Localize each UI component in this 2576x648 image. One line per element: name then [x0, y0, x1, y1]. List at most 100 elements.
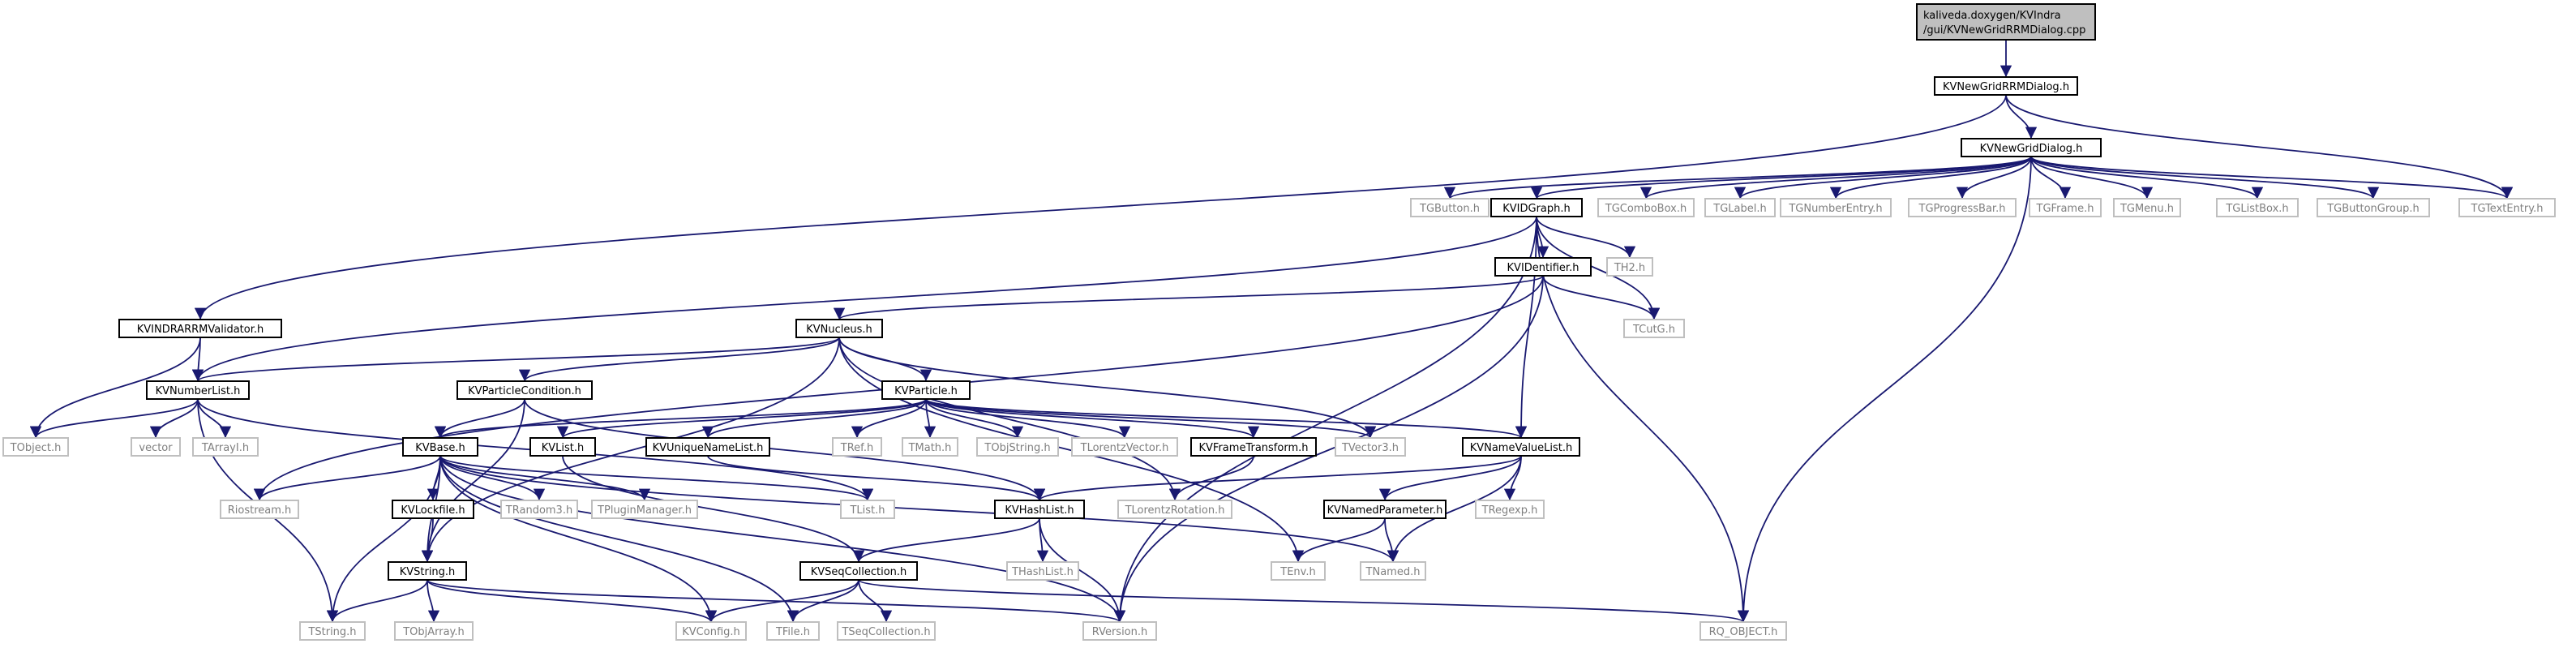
node-label: KVNewGridRRMDialog.h [1943, 81, 2069, 93]
node-THashList-h: THashList.h [1006, 561, 1079, 581]
node-TLorentzVector-h: TLorentzVector.h [1071, 437, 1178, 457]
node-label: TLorentzVector.h [1080, 442, 1169, 454]
node-KVList-h[interactable]: KVList.h [529, 437, 596, 457]
edge-KVNucleus_h-to-TLorentzRotation_h [838, 337, 1181, 501]
node-label: TGMenu.h [2120, 203, 2174, 215]
node-box [1006, 561, 1079, 581]
node-KVIDentifier-h[interactable]: KVIDentifier.h [1494, 257, 1592, 277]
node-box [1323, 500, 1447, 519]
node-KVLockfile-h[interactable]: KVLockfile.h [392, 500, 474, 519]
node-KVNameValueList-h[interactable]: KVNameValueList.h [1462, 437, 1580, 457]
node-KVParticle-h[interactable]: KVParticle.h [881, 380, 971, 400]
node-label: TObjArray.h [402, 626, 465, 638]
node-label: KVLockfile.h [401, 504, 465, 517]
node-box [1704, 198, 1776, 217]
edge-KVNucleus_h-to-KVString_h [421, 337, 840, 563]
node-label: KVList.h [542, 442, 585, 454]
node-KVINDRARRMValidator-h[interactable]: KVINDRARRMValidator.h [118, 319, 282, 338]
node-box [192, 437, 259, 457]
edge-KVNewGridDialog_h-to-TGFrame_h [2030, 156, 2072, 200]
node-label: KVHashList.h [1005, 504, 1074, 517]
node-KVNumberList-h[interactable]: KVNumberList.h [146, 380, 250, 400]
node-KVNewGridRRMDialog-h[interactable]: KVNewGridRRMDialog.h [1934, 76, 2078, 96]
node-box [1082, 621, 1157, 641]
edge-KVBase_h-to-Riostream_h [253, 455, 441, 501]
edge-KVParticle_h-to-TVector3_h [925, 398, 1376, 439]
node-label: vector [139, 442, 173, 454]
node-TRegexp-h: TRegexp.h [1475, 500, 1545, 519]
node-label: TCutG.h [1632, 324, 1675, 336]
node-TLorentzRotation-h: TLorentzRotation.h [1117, 500, 1232, 519]
node-TPluginManager-h: TPluginManager.h [591, 500, 698, 519]
edge-KVNewGridDialog_h-to-TGListBox_h [2030, 156, 2264, 200]
node-label: TGProgressBar.h [1918, 203, 2006, 215]
node-box [402, 437, 478, 457]
node-label: KVSeqCollection.h [811, 566, 907, 578]
node-label: RQ_OBJECT.h [1709, 626, 1778, 638]
node-label: TGTextEntry.h [2471, 203, 2544, 215]
node-box [1071, 437, 1178, 457]
node-label: TList.h [849, 504, 885, 517]
node-box [1494, 257, 1592, 277]
node-KVHashList-h[interactable]: KVHashList.h [994, 500, 1085, 519]
node-KVParticleCondition-h[interactable]: KVParticleCondition.h [456, 380, 593, 400]
nodes-layer: kaliveda.doxygen/KVIndra/gui/KVNewGridRR… [2, 3, 2556, 641]
node-box [131, 437, 181, 457]
edge-KVParticle_h-to-TRef_h [851, 398, 927, 439]
node-TH2-h: TH2.h [1606, 257, 1653, 277]
node-label: TString.h [307, 626, 356, 638]
edge-KVNewGridDialog_h-to-TGNumberEntry_h [1829, 156, 2032, 200]
node-TNamed-h: TNamed.h [1360, 561, 1426, 581]
node-label: TLorentzRotation.h [1125, 504, 1225, 517]
node-TRef-h: TRef.h [832, 437, 882, 457]
node-KVNamedParameter-h[interactable]: KVNamedParameter.h [1323, 500, 1447, 519]
node-box [146, 380, 250, 400]
node-label: TGButtonGroup.h [2326, 203, 2420, 215]
node-KVNucleus-h[interactable]: KVNucleus.h [795, 319, 883, 338]
node-label: KVNameValueList.h [1470, 442, 1573, 454]
node-KVString-h[interactable]: KVString.h [388, 561, 467, 581]
node-label: Riostream.h [228, 504, 292, 517]
node-TObjArray-h: TObjArray.h [394, 621, 474, 641]
edge-KVParticleCondition_h-to-KVString_h [421, 398, 525, 563]
node-label: TRandom3.h [505, 504, 572, 517]
edge-KVParticleCondition_h-to-KVHashList_h [524, 398, 1046, 501]
edge-KVFrameTransform_h-to-TLorentzRotation_h [1168, 455, 1254, 501]
edge-KVBase_h-to-TNamed_h [439, 455, 1399, 563]
node-label: KVNamedParameter.h [1327, 504, 1443, 517]
node-label: KVParticleCondition.h [468, 385, 581, 397]
edge-KVSeqCollection_h-to-KVConfig_h [705, 579, 859, 623]
node-box [1462, 437, 1580, 457]
node-KVUniqueNameList-h[interactable]: KVUniqueNameList.h [645, 437, 770, 457]
edge-KVParticle_h-to-KVList_h [557, 398, 927, 439]
node-KVConfig-h: KVConfig.h [675, 621, 747, 641]
node-KVBase-h[interactable]: KVBase.h [402, 437, 478, 457]
node-label: TMath.h [908, 442, 952, 454]
edge-KVUniqueNameList_h-to-KVHashList_h [707, 455, 1045, 501]
node-label: TObject.h [10, 442, 62, 454]
node-root[interactable]: kaliveda.doxygen/KVIndra/gui/KVNewGridRR… [1916, 3, 2096, 41]
node-box [1699, 621, 1787, 641]
edge-KVIDGraph_h-to-TCutG_h [1536, 216, 1661, 320]
edge-KVBase_h-to-TList_h [439, 455, 873, 501]
node-TGListBox-h: TGListBox.h [2216, 198, 2299, 217]
node-TRandom3-h: TRandom3.h [500, 500, 578, 519]
edge-KVHashList_h-to-RVersion_h [1039, 517, 1126, 623]
node-label: KVUniqueNameList.h [653, 442, 764, 454]
edge-KVNewGridDialog_h-to-KVIDGraph_h [1531, 156, 2032, 200]
edge-KVBase_h-to-TPluginManager_h [439, 455, 651, 501]
node-KVIDGraph-h[interactable]: KVIDGraph.h [1490, 198, 1583, 217]
edges-layer [29, 40, 2514, 623]
node-KVNewGridDialog-h[interactable]: KVNewGridDialog.h [1961, 138, 2102, 157]
edge-KVList_h-to-KVSeqCollection_h [562, 455, 865, 563]
node-KVSeqCollection-h[interactable]: KVSeqCollection.h [799, 561, 918, 581]
node-TEnv-h: TEnv.h [1271, 561, 1326, 581]
edge-KVParticle_h-to-KVBase_h [435, 398, 927, 439]
node-KVFrameTransform-h[interactable]: KVFrameTransform.h [1190, 437, 1317, 457]
edge-KVBase_h-to-TString_h [326, 455, 441, 623]
node-TGMenu-h: TGMenu.h [2113, 198, 2181, 217]
edge-KVNewGridDialog_h-to-TGTextEntry_h [2030, 156, 2513, 200]
node-box [1623, 319, 1685, 338]
node-TCutG-h: TCutG.h [1623, 319, 1685, 338]
node-label: TEnv.h [1279, 566, 1315, 578]
